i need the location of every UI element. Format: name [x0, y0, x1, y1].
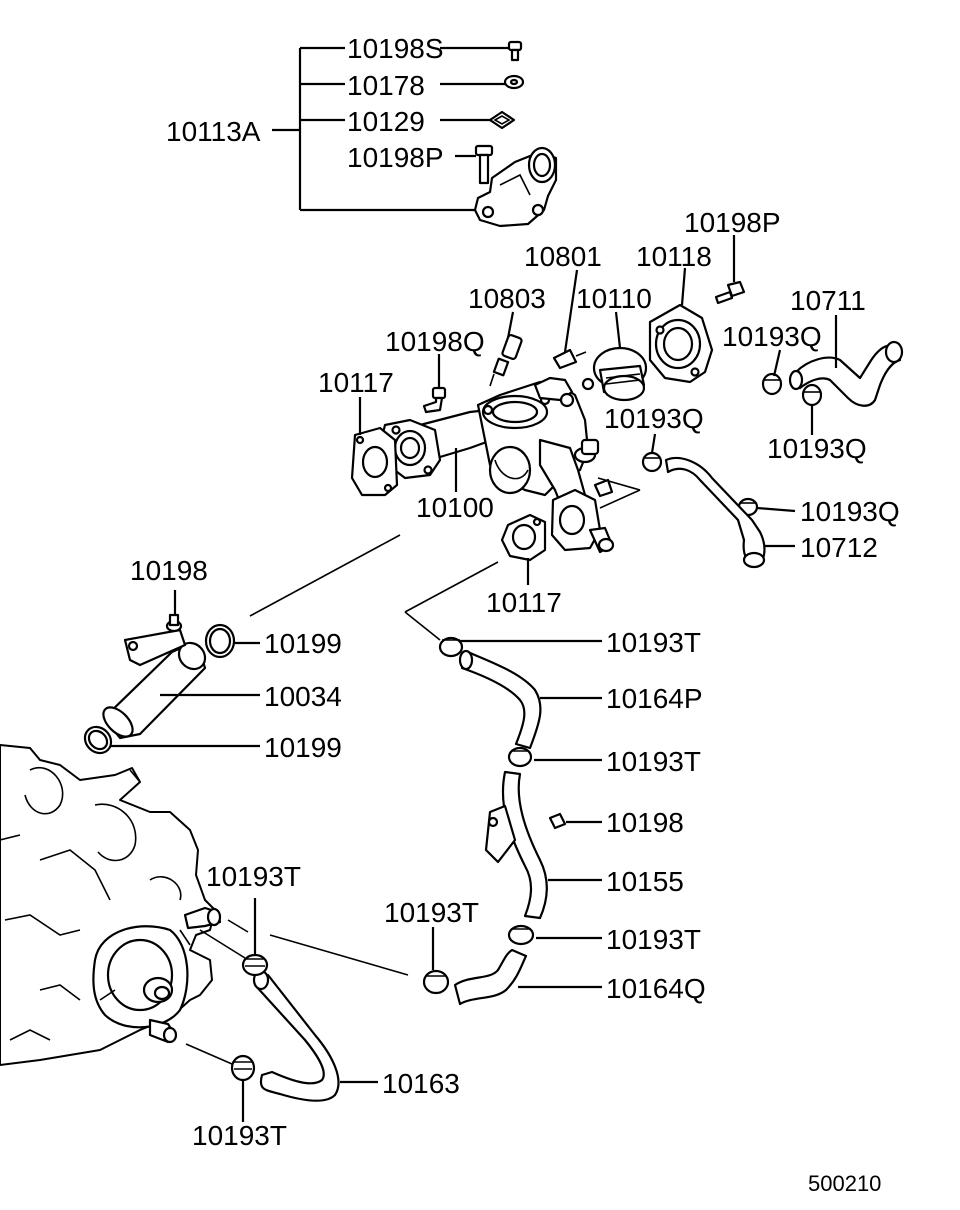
clamp-10193Q-b: [641, 451, 663, 473]
clamp-10193Q-a: [761, 372, 783, 396]
clamp-10193T-f: [230, 1054, 256, 1082]
label-10803: 10803: [468, 283, 546, 314]
label-10198-right: 10198: [606, 807, 684, 838]
hose-10164P: [458, 649, 542, 750]
o-ring-10199-top: [204, 623, 236, 659]
label-10164Q: 10164Q: [606, 973, 706, 1004]
label-10193T-b: 10193T: [606, 746, 701, 777]
label-10193Q-b: 10193Q: [604, 403, 704, 434]
label-10193Q-c: 10193Q: [767, 433, 867, 464]
label-10100: 10100: [416, 492, 494, 523]
bolt-10198Q: [422, 386, 447, 414]
label-10193T-d: 10193T: [384, 897, 479, 928]
clamp-10193T-d: [422, 969, 450, 995]
hose-10712: [664, 456, 766, 569]
label-10113A: 10113A: [166, 116, 261, 147]
hose-10164Q: [453, 948, 528, 1006]
label-10193T-c: 10193T: [206, 861, 301, 892]
sensor-10803: [489, 334, 523, 387]
label-10193T-e: 10193T: [606, 924, 701, 955]
label-10034: 10034: [264, 681, 342, 712]
gasket-10129: [488, 110, 516, 130]
leader-lines-mid: [269, 561, 602, 989]
bolt-10198-right: [548, 812, 567, 830]
label-10118: 10118: [636, 241, 712, 272]
label-10163: 10163: [382, 1068, 460, 1099]
thermostat-cover-10118: [648, 303, 714, 384]
leader-lines-bottom: [185, 898, 378, 1122]
clamp-10193T-a: [438, 636, 464, 658]
label-10129: 10129: [347, 106, 425, 137]
label-10117-bottom: 10117: [486, 587, 562, 618]
label-10110: 10110: [576, 283, 652, 314]
label-10198-left: 10198: [130, 555, 208, 586]
thermostat-10110: [581, 346, 648, 402]
label-10193T-a: 10193T: [606, 627, 701, 658]
label-10193T-f: 10193T: [192, 1120, 287, 1151]
diagram-code: 500210: [808, 1171, 881, 1196]
label-10198P-top: 10198P: [347, 142, 444, 173]
water-pipe-10034: [102, 628, 207, 740]
label-10198S: 10198S: [347, 33, 444, 64]
clamp-10193T-e: [241, 953, 269, 977]
water-pump: [92, 906, 222, 1044]
bolt-10198P-right: [714, 280, 746, 305]
label-10198P-right: 10198P: [684, 207, 781, 238]
sensor-10801: [552, 348, 587, 370]
clamp-10193T-c: [507, 924, 535, 946]
label-10178: 10178: [347, 70, 425, 101]
clamp-10193Q-c: [801, 383, 823, 407]
water-outlet-fitting: [473, 146, 558, 228]
label-10801: 10801: [524, 241, 602, 272]
label-10155: 10155: [606, 866, 684, 897]
bolt-10198-left: [165, 613, 183, 633]
hose-10711: [788, 340, 904, 407]
label-10199-top: 10199: [264, 628, 342, 659]
label-10711: 10711: [790, 285, 866, 316]
thermostat-housing-10100: [378, 376, 615, 554]
assembly-bracket-10113A: [272, 46, 510, 212]
part-labels: 10198S 10178 10129 10113A 10198P 10198P …: [130, 33, 900, 1196]
label-10199-bottom: 10199: [264, 732, 342, 763]
label-10164P: 10164P: [606, 683, 703, 714]
label-10198Q: 10198Q: [385, 326, 485, 357]
pipe-10155: [484, 770, 548, 920]
gasket-10117-left: [350, 426, 399, 497]
leader-lines-left: [110, 534, 401, 748]
label-10193Q-a: 10193Q: [722, 321, 822, 352]
bolt-10198P-top: [474, 144, 494, 185]
hose-10163: [252, 969, 340, 1102]
label-10193Q-d: 10193Q: [800, 496, 900, 527]
label-10712: 10712: [800, 532, 878, 563]
gasket-10117-bottom: [500, 513, 547, 562]
o-ring-10199-bottom: [83, 725, 113, 755]
clamp-10193T-b: [507, 746, 533, 768]
washer-10178: [503, 74, 525, 90]
leader-lines-center: [358, 235, 838, 585]
bolt-10198S: [507, 40, 523, 62]
label-10117-left: 10117: [318, 367, 394, 398]
